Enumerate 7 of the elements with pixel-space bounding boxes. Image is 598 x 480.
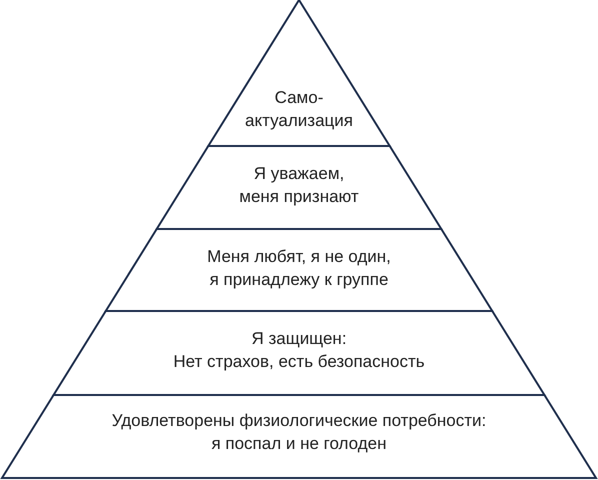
tier-label: Меня любят, я не один, я принадлежу к группе [206,246,392,291]
tier-label: Само- актуализация [244,87,354,132]
tier-label: Удовлетворены физиологические потребности: [112,410,486,432]
tier-label: я поспал и не голоден [211,433,387,455]
tier-label: Нет страхов, есть безопасность [173,351,425,373]
tier-label: Я защищен: [251,328,347,350]
tier-label: Я уважаем, меня признают [238,163,360,208]
